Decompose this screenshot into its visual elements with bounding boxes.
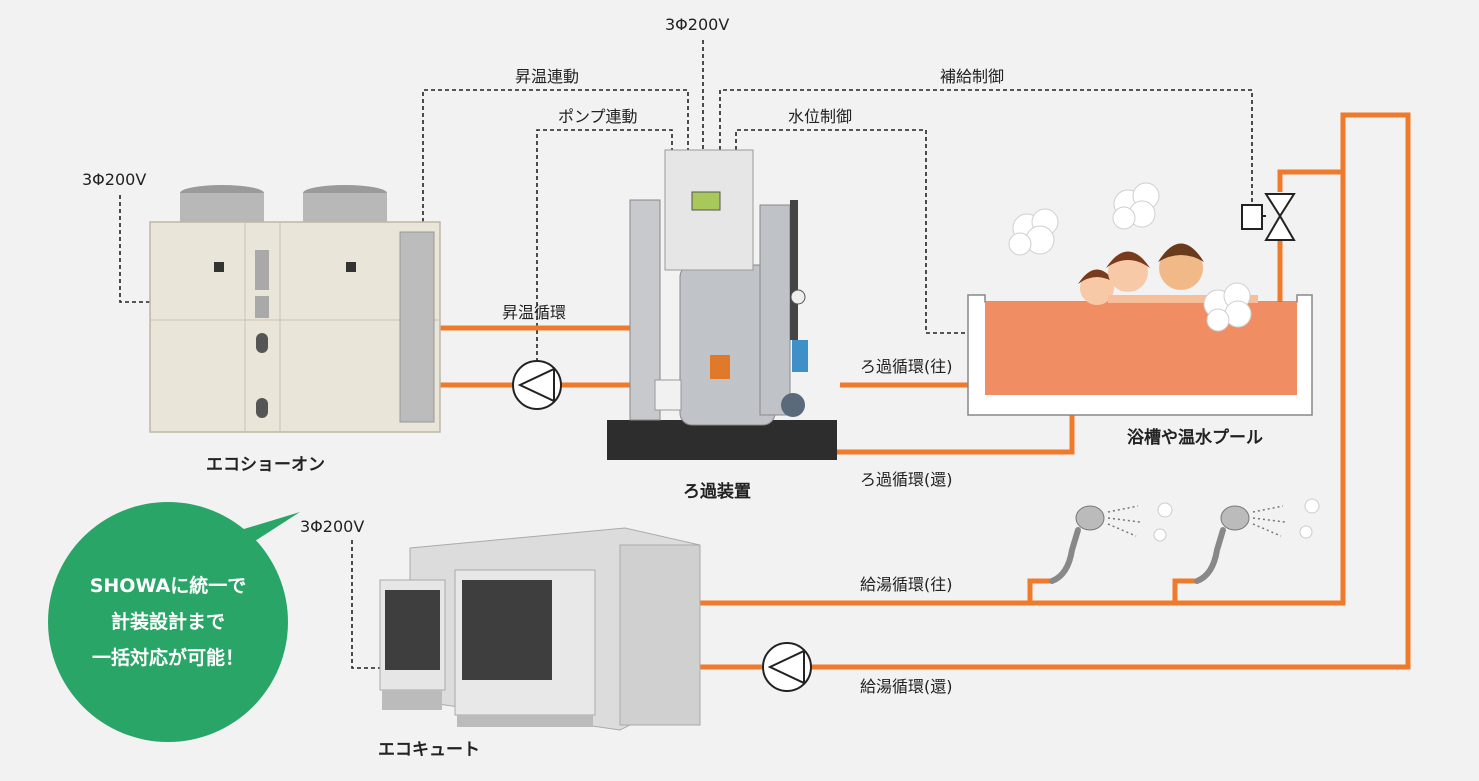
- filter-device: [607, 149, 837, 460]
- pump-link-line: [536, 129, 673, 362]
- control-lines: [119, 40, 1253, 669]
- labels: 3Φ200V 3Φ200V 3Φ200V 昇温連動 ポンプ連動 補給制御 水位制…: [82, 15, 1263, 760]
- power-label-bottom: 3Φ200V: [300, 517, 364, 536]
- pump-hot-water: [762, 642, 812, 692]
- filter-unit-label: ろ過装置: [683, 481, 751, 502]
- pipe-hot-out: [695, 112, 1411, 670]
- power-line-bottom: [351, 540, 380, 669]
- eco-shoon-unit: [149, 185, 441, 433]
- bath: [967, 182, 1313, 416]
- bubble-line-1: SHOWAに統一で: [90, 574, 247, 597]
- bubble-line-2: 計装設計まで: [111, 610, 225, 633]
- heat-link-label: 昇温連動: [515, 67, 579, 86]
- heat-link-line: [422, 89, 689, 222]
- callout-bubble: SHOWAに統一で 計装設計まで 一括対応が可能！: [48, 502, 300, 742]
- eco-cute-unit: [379, 527, 701, 731]
- bathers-icon: [1078, 243, 1258, 305]
- pump-heat: [512, 360, 562, 410]
- pump-link-label: ポンプ連動: [558, 107, 638, 126]
- filter-out-label: ろ過循環(往): [860, 357, 953, 376]
- pipes: [440, 112, 1411, 670]
- supply-valve: [1241, 193, 1296, 241]
- eco-shoon-label: エコショーオン: [206, 455, 325, 475]
- pipe-filter-return: [825, 415, 1075, 455]
- filter-return-label: ろ過循環(還): [860, 470, 953, 489]
- pipe-shower2: [1172, 578, 1195, 603]
- hot-return-label: 給湯循環(還): [860, 677, 953, 696]
- heat-circulation-label: 昇温循環: [502, 303, 566, 322]
- bath-label: 浴槽や温水プール: [1127, 427, 1263, 448]
- power-line-left: [119, 195, 150, 303]
- power-label-left: 3Φ200V: [82, 170, 146, 189]
- supply-control-line: [719, 89, 1253, 205]
- steam-icon: [1008, 182, 1252, 332]
- power-label-top: 3Φ200V: [665, 15, 729, 34]
- supply-control-label: 補給制御: [940, 67, 1004, 86]
- shower-icon-2: [1194, 498, 1320, 584]
- hot-out-label: 給湯循環(往): [860, 575, 953, 594]
- pipe-shower1: [1027, 578, 1050, 603]
- bubble-line-3: 一括対応が可能！: [92, 646, 244, 669]
- pipe-supply-top: [1277, 169, 1343, 192]
- eco-cute-label: エコキュート: [378, 740, 480, 760]
- level-control-line: [735, 129, 968, 334]
- level-control-label: 水位制御: [788, 107, 852, 126]
- shower-icon-1: [1049, 502, 1173, 584]
